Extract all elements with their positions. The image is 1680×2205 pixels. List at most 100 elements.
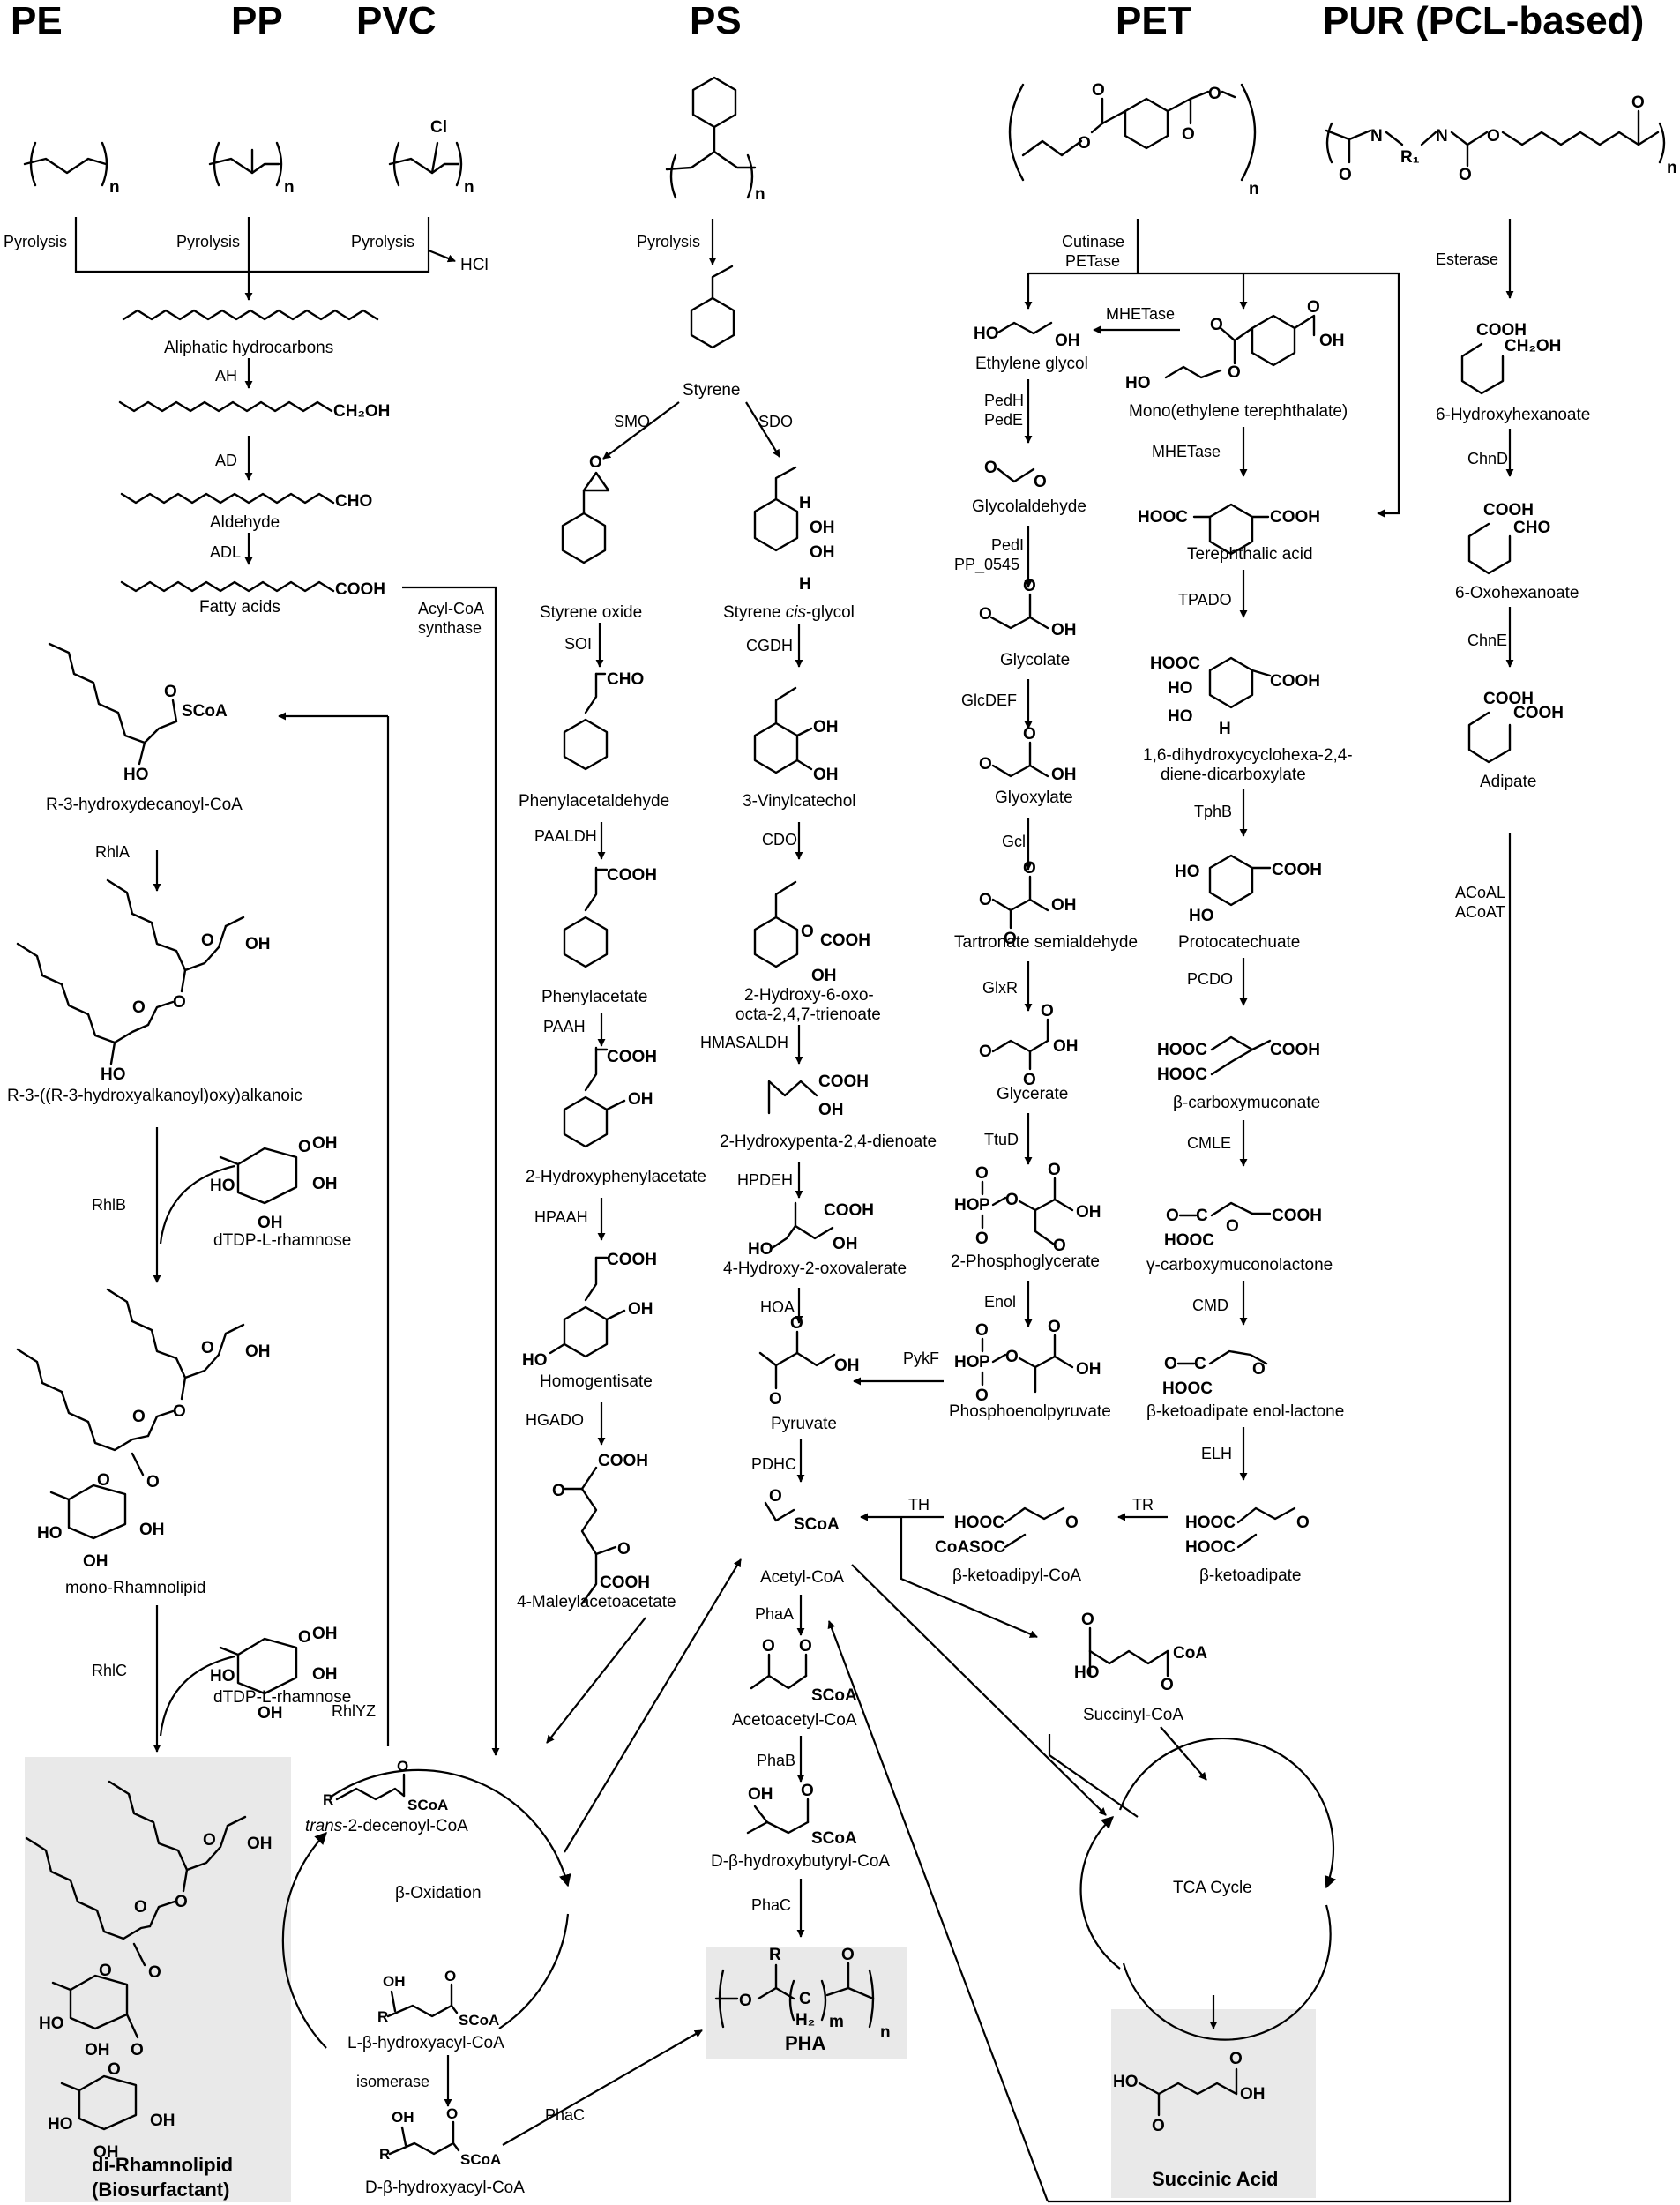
svg-text:O: O xyxy=(1252,1360,1266,1379)
pyruvate-structure: O O OH xyxy=(758,1314,860,1409)
enzyme-th: TH xyxy=(908,1496,930,1514)
enzyme-rhlyz: RhlYZ xyxy=(332,1702,376,1720)
svg-text:SCoA: SCoA xyxy=(460,2151,501,2168)
svg-text:COOH: COOH xyxy=(607,866,657,885)
phosphoglycerate-label: 2-Phosphoglycerate xyxy=(951,1252,1100,1271)
cho-group-aldehyde: CHO xyxy=(335,492,372,511)
header-pet: PET xyxy=(1116,0,1191,42)
svg-text:H: H xyxy=(1219,720,1231,738)
svg-text:O: O xyxy=(975,1164,989,1183)
svg-text:OH: OH xyxy=(1055,332,1080,350)
svg-text:CH₂OH: CH₂OH xyxy=(1505,337,1561,355)
l-hydroxyacyl-coa-structure: OH R O SCoA xyxy=(377,1968,499,2029)
acetyl-coa-structure: O SCoA xyxy=(764,1487,840,1534)
svg-text:O: O xyxy=(801,1782,814,1800)
svg-text:O: O xyxy=(1208,85,1221,103)
enzyme-hpdeh: HPDEH xyxy=(737,1171,793,1189)
phenylacetate-label: Phenylacetate xyxy=(541,988,647,1006)
enzyme-acyl-coa-synthase-1: Acyl-CoA xyxy=(418,600,484,617)
r3-hydroxydecanoyl-coa-structure: HO O SCoA xyxy=(48,642,228,784)
glycerate-structure: O O OH O xyxy=(979,1002,1079,1089)
enzyme-ah: AH xyxy=(215,367,237,385)
di-rhamnolipid-label-2: (Biosurfactant) xyxy=(92,2179,229,2201)
svg-text:O: O xyxy=(132,998,146,1017)
enzyme-phab: PhaB xyxy=(757,1752,795,1769)
di-rhamnolipid-label-1: di-Rhamnolipid xyxy=(92,2154,233,2176)
ketoadipyl-coa-structure: HOOC O CoASOC xyxy=(935,1506,1079,1557)
svg-text:COOH: COOH xyxy=(1513,704,1564,722)
succinic-acid-structure: HO O O OH xyxy=(1113,2050,1266,2135)
glycolaldehyde-structure: O O xyxy=(984,459,1047,491)
ethylene-glycol-structure: HO OH xyxy=(974,321,1080,350)
svg-text:O: O xyxy=(617,1540,631,1558)
svg-text:C: C xyxy=(799,1990,811,2008)
svg-text:OH: OH xyxy=(1076,1360,1101,1379)
svg-text:HO: HO xyxy=(1189,907,1214,925)
svg-text:O: O xyxy=(97,1471,110,1490)
svg-text:HOOC: HOOC xyxy=(1157,1041,1207,1059)
svg-text:O: O xyxy=(446,2105,458,2122)
ketoadipyl-coa-label: β-ketoadipyl-CoA xyxy=(952,1566,1081,1585)
svg-text:O: O xyxy=(131,2041,144,2059)
enzyme-gcl: Gcl xyxy=(1002,833,1026,850)
enzyme-paah: PAAH xyxy=(543,1018,586,1035)
svg-text:HOOC: HOOC xyxy=(1185,1514,1236,1532)
svg-text:O: O xyxy=(1065,1514,1079,1532)
enzyme-ad: AD xyxy=(215,452,237,469)
svg-text:O: O xyxy=(1023,1071,1036,1089)
enzyme-acoat: ACoAT xyxy=(1455,903,1505,921)
svg-text:OH: OH xyxy=(93,2143,119,2162)
svg-text:O: O xyxy=(1182,125,1195,144)
svg-text:SCoA: SCoA xyxy=(811,1829,857,1848)
svg-text:O: O xyxy=(801,923,814,941)
svg-text:OH: OH xyxy=(247,1835,273,1853)
mhet-label: Mono(ethylene terephthalate) xyxy=(1129,402,1348,421)
svg-text:O: O xyxy=(799,1637,812,1656)
hydroxy-oxo-trienoate-label-2: octa-2,4,7-trienoate xyxy=(735,1005,881,1024)
svg-text:O: O xyxy=(1034,473,1047,491)
svg-text:HOOC: HOOC xyxy=(1162,1379,1213,1398)
svg-text:R: R xyxy=(323,1791,333,1808)
svg-text:OH: OH xyxy=(834,1357,860,1375)
phenylacetaldehyde-label: Phenylacetaldehyde xyxy=(519,792,669,811)
enzyme-pcdo: PCDO xyxy=(1187,970,1233,988)
homogentisate-label: Homogentisate xyxy=(540,1372,653,1391)
enzyme-pede: PedE xyxy=(984,411,1023,429)
svg-text:O: O xyxy=(1081,1611,1094,1629)
svg-text:C: C xyxy=(1194,1355,1206,1373)
header-pvc: PVC xyxy=(356,0,436,42)
svg-text:O: O xyxy=(1210,316,1223,334)
acetyl-coa-label: Acetyl-CoA xyxy=(760,1568,844,1587)
svg-text:COOH: COOH xyxy=(1270,1041,1320,1059)
enzyme-pp0545: PP_0545 xyxy=(954,556,1019,574)
mono-rhamnolipid-label: mono-Rhamnolipid xyxy=(65,1579,205,1597)
svg-text:O: O xyxy=(148,1963,161,1982)
svg-text:HO: HO xyxy=(1168,679,1193,698)
styrene-label: Styrene xyxy=(683,381,740,400)
svg-text:OH: OH xyxy=(811,967,837,985)
svg-text:HOOC: HOOC xyxy=(1157,1065,1207,1084)
enzyme-chne: ChnE xyxy=(1467,632,1507,649)
svg-text:O: O xyxy=(1226,1217,1239,1236)
vinylcatechol-structure: OH OH xyxy=(753,686,839,784)
svg-text:OH: OH xyxy=(245,935,271,953)
svg-text:O: O xyxy=(589,453,602,472)
styrene-oxide-structure: O xyxy=(561,453,610,564)
adipate-structure: COOH COOH xyxy=(1467,690,1564,764)
pp-polymer: n xyxy=(208,141,295,197)
enzyme-ttud: TtuD xyxy=(984,1131,1019,1148)
svg-text:COOH: COOH xyxy=(607,1048,657,1066)
succinic-acid-box xyxy=(1111,2009,1316,2198)
svg-text:OH: OH xyxy=(258,1214,283,1232)
styrene-structure xyxy=(690,265,735,349)
svg-text:HO: HO xyxy=(522,1351,548,1370)
svg-text:SCoA: SCoA xyxy=(182,702,228,721)
maleylacetoacetate-label: 4-Maleylacetoacetate xyxy=(517,1593,676,1611)
svg-text:OH: OH xyxy=(628,1090,653,1109)
l-hydroxyacyl-coa-label: L-β-hydroxyacyl-CoA xyxy=(347,2034,504,2052)
svg-text:O: O xyxy=(1005,1348,1019,1366)
svg-text:COOH: COOH xyxy=(1483,501,1534,519)
acetoacetyl-coa-structure: O O SCoA xyxy=(750,1637,857,1705)
succinyl-coa-label: Succinyl-CoA xyxy=(1083,1706,1183,1724)
svg-text:O: O xyxy=(99,1962,112,1980)
